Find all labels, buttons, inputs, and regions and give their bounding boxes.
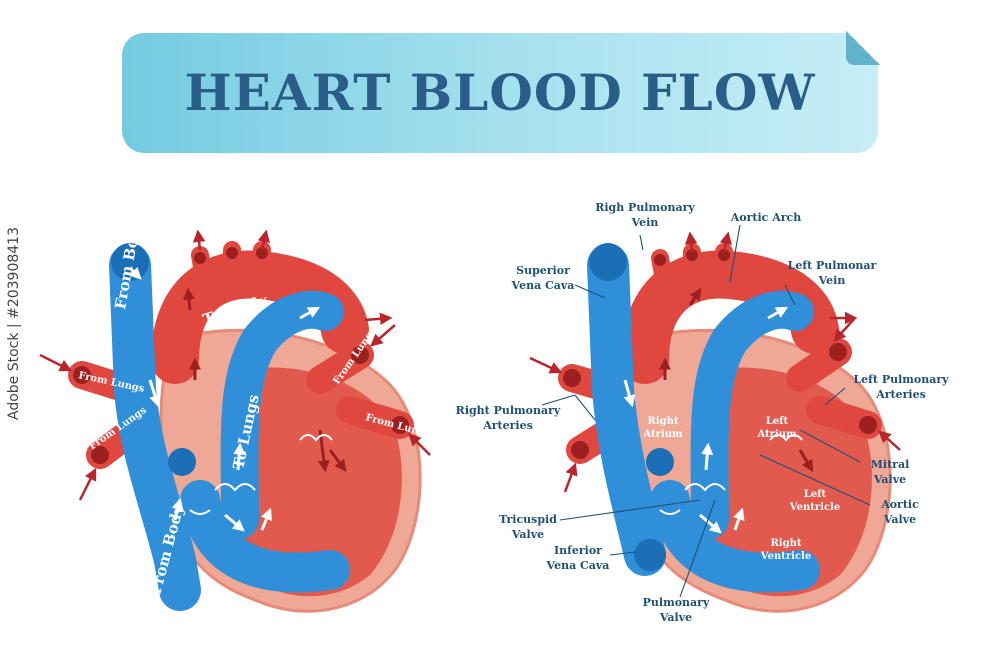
label-mitral-valve-1: Mitral: [871, 458, 910, 471]
label-left-ventricle-2: Ventricle: [789, 502, 840, 513]
right-heart: Righ Pulmonary Vein Aortic Arch Superior…: [456, 201, 949, 624]
label-left-pulmonary-arteries-1: Left Pulmonary: [853, 373, 949, 386]
label-left-pulmonary-vein-2: Vein: [818, 274, 846, 287]
label-right-atrium-1: Right: [648, 416, 679, 427]
label-pulmonary-valve-1: Pulmonary: [643, 596, 710, 609]
label-right-pulmonary-vein-2: Vein: [631, 216, 659, 229]
label-right-ventricle-2: Ventricle: [760, 551, 811, 562]
label-left-atrium-2: Atrium: [756, 429, 797, 440]
right-pulmonary-artery: [690, 290, 814, 539]
label-right-ventricle-1: Right: [771, 538, 802, 549]
label-right-pulmonary-vein-1: Righ Pulmonary: [595, 201, 695, 214]
label-superior-vena-cava-2: Vena Cava: [511, 279, 575, 292]
label-left-atrium-1: Left: [766, 416, 789, 427]
label-right-pulmonary-arteries-1: Right Pulmonary: [456, 404, 561, 417]
label-left-pulmonary-arteries-2: Arteries: [875, 388, 926, 401]
label-aortic-valve-1: Aortic: [880, 498, 919, 511]
label-aortic-arch: Aortic Arch: [730, 211, 801, 224]
label-pulmonary-valve-2: Valve: [659, 611, 692, 624]
label-tricuspid-valve-1: Tricuspid: [499, 513, 557, 526]
label-aortic-valve-2: Valve: [883, 513, 916, 526]
label-left-ventricle-1: Left: [804, 489, 827, 500]
left-heart: From Body From Body To Body To Lungs Fro…: [39, 216, 432, 613]
label-inferior-vena-cava-1: Inferior: [554, 544, 602, 557]
banner-fold-corner: [846, 31, 880, 65]
label-mitral-valve-2: Valve: [873, 473, 906, 486]
label-right-atrium-2: Atrium: [642, 429, 683, 440]
right-vena-cava: [587, 244, 666, 576]
label-left-pulmonary-vein-1: Left Pulmonar: [788, 259, 877, 272]
right-right-ventricle: [650, 480, 820, 593]
label-right-pulmonary-arteries-2: Arteries: [482, 419, 533, 432]
label-tricuspid-valve-2: Valve: [511, 528, 544, 541]
left-vena-cava: [109, 244, 201, 611]
title-banner: HEART BLOOD FLOW: [122, 31, 880, 153]
label-inferior-vena-cava-2: Vena Cava: [546, 559, 610, 572]
page-title: HEART BLOOD FLOW: [184, 63, 816, 122]
label-superior-vena-cava-1: Superior: [516, 264, 570, 277]
left-right-ventricle: [180, 480, 350, 593]
